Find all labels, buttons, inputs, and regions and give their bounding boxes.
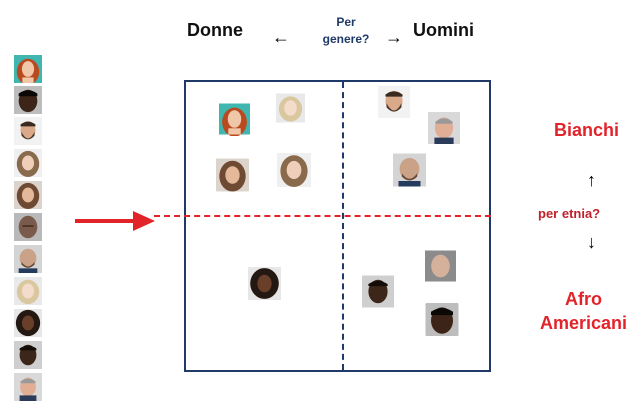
left-arrow-icon: ← <box>272 27 290 47</box>
face-bearded-man <box>378 85 410 119</box>
face-brunette-woman <box>9 181 47 209</box>
big-red-arrow-icon <box>75 211 155 231</box>
face-black-woman <box>248 266 281 301</box>
ethnicity-divider <box>154 215 491 217</box>
face-black-man <box>362 273 394 310</box>
face-bald-man <box>393 151 426 189</box>
face-older-man <box>9 373 47 401</box>
face-black-man <box>425 248 456 284</box>
face-older-man <box>428 111 460 145</box>
label-donne: Donne <box>187 20 243 40</box>
face-black-woman <box>9 309 47 337</box>
face-red-hair-woman <box>9 55 47 83</box>
right-arrow-icon: → <box>385 27 403 47</box>
up-arrow-icon: ↑ <box>587 170 596 190</box>
face-black-man <box>9 341 47 369</box>
face-black-man <box>9 86 47 114</box>
face-dark-blonde-woman <box>9 149 47 177</box>
gender-divider <box>342 82 344 370</box>
face-bearded-man <box>9 117 47 145</box>
face-blonde-woman <box>9 277 47 305</box>
face-black-man <box>9 213 47 241</box>
down-arrow-icon: ↓ <box>587 232 596 252</box>
label-per-etnia: per etnia? <box>538 206 601 221</box>
face-black-man <box>425 303 459 336</box>
face-dark-blonde-woman <box>276 153 312 187</box>
quadrant-frame <box>184 80 491 372</box>
face-bald-man <box>9 245 47 273</box>
face-brunette-woman <box>216 158 249 192</box>
face-blonde-woman <box>276 92 305 124</box>
face-red-hair-woman <box>219 102 250 136</box>
label-bianchi: Bianchi <box>554 120 620 140</box>
label-uomini: Uomini <box>413 20 474 40</box>
